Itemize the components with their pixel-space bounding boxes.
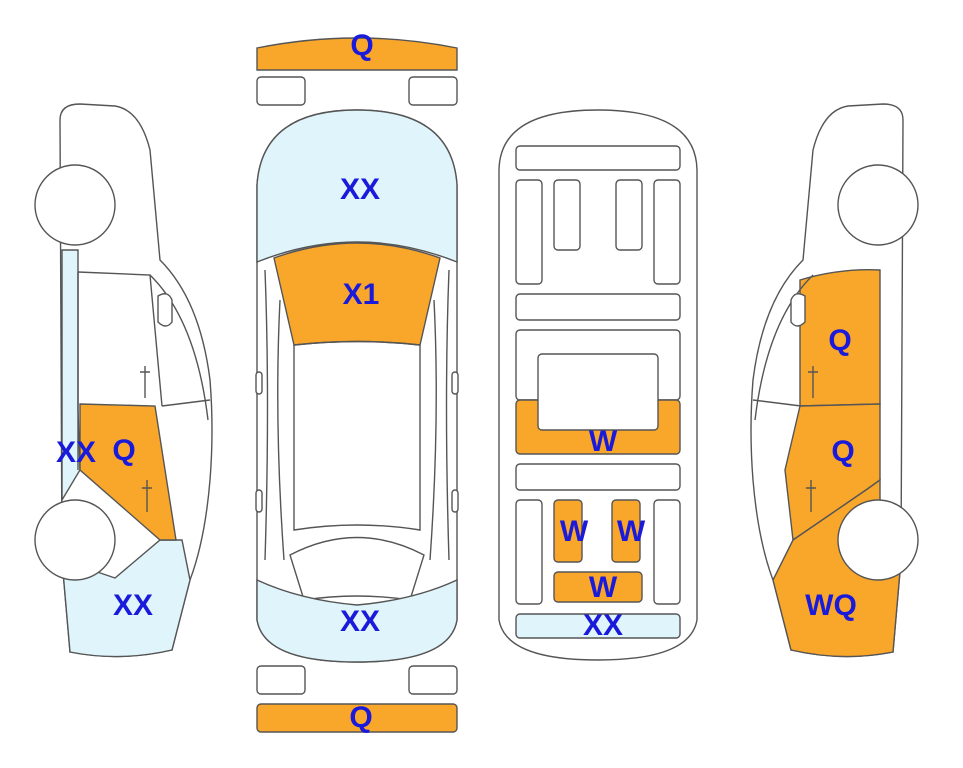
left-roof-line: [149, 274, 209, 421]
left-side-view-car: [34, 103, 213, 658]
rear-bumper-part[interactable]: [256, 703, 458, 733]
rear-right-taillight: [408, 665, 458, 695]
left-windshield-line: [161, 399, 211, 407]
floor-rear-part[interactable]: [553, 571, 643, 603]
right-rear-quarter-label: WQ: [805, 589, 857, 622]
right-rear-door-label: Q: [831, 435, 855, 468]
front-left-headlight: [256, 76, 306, 106]
right-mirror-shape: [790, 293, 806, 327]
left-mirror-shape: [157, 293, 173, 327]
roof-part: [293, 340, 421, 531]
front-right-headlight: [408, 76, 458, 106]
floor-left-pocket: [553, 179, 581, 251]
floor-right-pocket: [615, 179, 643, 251]
right-mirror: [451, 371, 459, 395]
right-side-line: [429, 299, 437, 561]
rear-bumper-label: Q: [349, 701, 373, 734]
floor-rear-label: W: [588, 571, 618, 604]
floor-cross-member: [515, 293, 681, 321]
rear-window-label: XX: [339, 605, 381, 638]
left-front-wheel: [34, 164, 116, 246]
rear-window-outline: [289, 536, 425, 601]
floor-right-rail: [653, 179, 681, 285]
right-handle-mark: [808, 366, 818, 398]
right-front-wheel: [837, 164, 919, 246]
floor-lower-left-rail: [515, 499, 543, 605]
floor-center-hatch: [537, 353, 659, 431]
left-mirror: [255, 371, 263, 395]
floor-trunk-part[interactable]: [515, 613, 681, 639]
right-handle-mark-2: [806, 480, 816, 512]
right-windshield-line: [752, 399, 802, 407]
right-roof-line: [754, 274, 814, 421]
right-front-door-label: Q: [828, 324, 852, 357]
floor-front-panel: [515, 145, 681, 171]
right-rear-wheel: [837, 499, 919, 581]
right-a-pillar: [445, 269, 450, 561]
left-handle-mark: [140, 366, 150, 398]
front-bumper-label: Q: [350, 29, 374, 62]
left-rear-quarter-part[interactable]: [61, 539, 191, 658]
hood-part[interactable]: [256, 109, 458, 264]
windshield-label: X1: [342, 278, 380, 311]
floor-left-rail: [515, 179, 543, 285]
front-bumper-part[interactable]: [256, 37, 458, 71]
floor-view-car: [498, 109, 698, 661]
floor-left-seat-label: W: [559, 515, 589, 548]
rear-window-part[interactable]: [256, 578, 458, 663]
left-front-door-label: Q: [112, 434, 136, 467]
floor-left-seat-part[interactable]: [553, 499, 583, 563]
floor-lower-cross: [515, 463, 681, 491]
floor-right-seat-part[interactable]: [611, 499, 641, 563]
hood-label: XX: [339, 173, 381, 206]
right-side-view-car: [750, 103, 919, 658]
left-handle-mark-2: [142, 480, 152, 512]
left-rear-wheel: [34, 499, 116, 581]
floor-center-label: W: [588, 425, 618, 458]
left-a-pillar: [264, 269, 269, 561]
left-side-line: [277, 299, 285, 561]
floor-trunk-label: XX: [582, 609, 624, 642]
floor-right-seat-label: W: [616, 515, 646, 548]
floor-lower-right-rail: [653, 499, 681, 605]
right-handle: [451, 489, 459, 513]
top-view-car: [255, 37, 459, 733]
left-front-door-part[interactable]: [79, 403, 177, 541]
left-rear-quarter-label: XX: [112, 589, 154, 622]
left-side-label: XX: [55, 436, 97, 469]
left-side-part[interactable]: [61, 249, 81, 503]
left-handle: [255, 489, 263, 513]
rear-left-taillight: [256, 665, 306, 695]
